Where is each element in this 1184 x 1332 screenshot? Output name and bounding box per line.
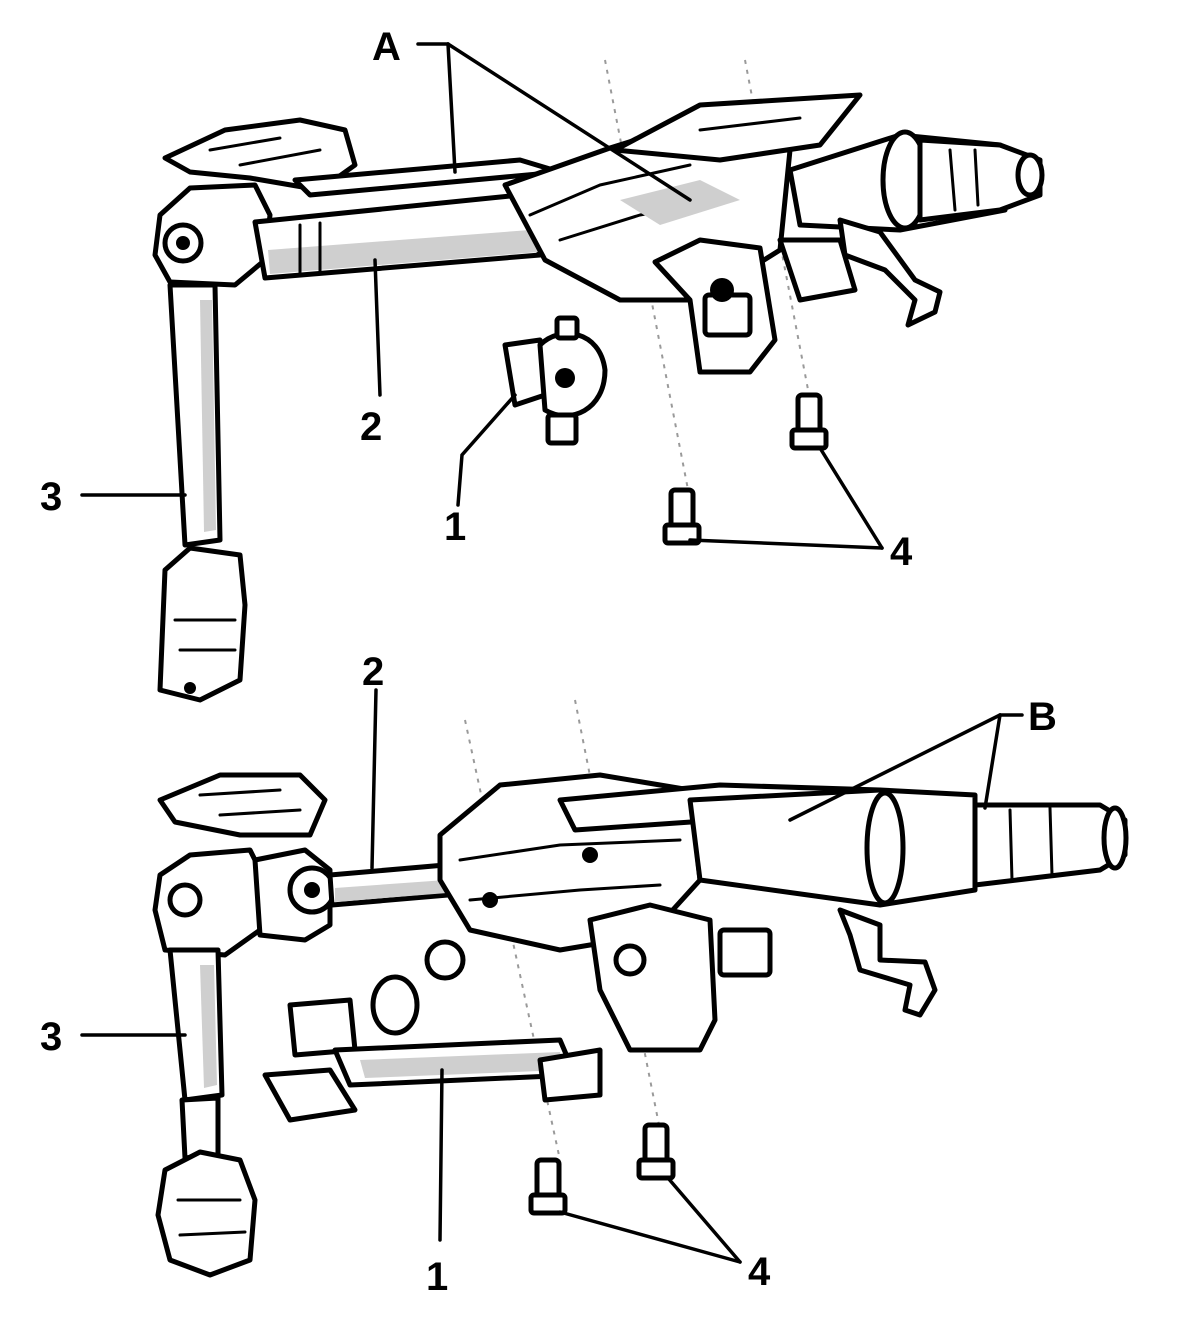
lower-universal-joint-bottom <box>155 1149 258 1278</box>
leader-lower-4a <box>558 1210 742 1264</box>
leader-upper-4b <box>818 446 884 550</box>
label-lower-2: 2 <box>362 650 384 694</box>
lower-part-1-bracket <box>262 997 603 1123</box>
label-upper-A: A <box>372 25 401 69</box>
lower-top-bracket <box>157 772 328 838</box>
upper-part-4-bolts <box>662 392 829 546</box>
label-upper-2: 2 <box>360 405 382 449</box>
leader-lower-B-3 <box>788 713 1002 822</box>
leader-lower-2 <box>370 688 378 870</box>
label-lower-3: 3 <box>40 1015 62 1059</box>
leader-upper-2 <box>373 258 382 397</box>
leader-upper-1 <box>456 393 517 507</box>
label-upper-1: 1 <box>444 505 466 549</box>
leader-lower-B-2 <box>983 713 1002 810</box>
label-lower-B: B <box>1028 695 1057 739</box>
upper-wing-plate <box>612 92 863 163</box>
leader-upper-A-2 <box>446 42 457 174</box>
lower-steering-column-assembly: 2 B 3 1 4 <box>40 650 1129 1299</box>
leader-lower-4b <box>666 1176 742 1264</box>
label-upper-3: 3 <box>40 475 62 519</box>
leader-upper-4a <box>688 538 884 550</box>
upper-steering-column-assembly: A 2 3 1 4 <box>40 25 1045 703</box>
label-upper-4: 4 <box>890 530 913 574</box>
label-lower-1: 1 <box>426 1255 448 1299</box>
upper-part-1-clamp <box>502 315 608 446</box>
upper-top-bracket <box>162 117 358 193</box>
label-lower-4: 4 <box>748 1250 771 1294</box>
lower-lock-housing <box>587 902 718 1053</box>
lower-part-4-bolts <box>528 1122 676 1216</box>
lower-column-jacket <box>687 787 978 908</box>
leader-lower-1 <box>438 1068 444 1242</box>
upper-universal-joint-bottom <box>157 545 248 703</box>
leader-upper-A-3 <box>446 42 692 202</box>
lower-adjust-lever <box>837 907 938 1018</box>
upper-adjust-lever <box>837 217 943 328</box>
